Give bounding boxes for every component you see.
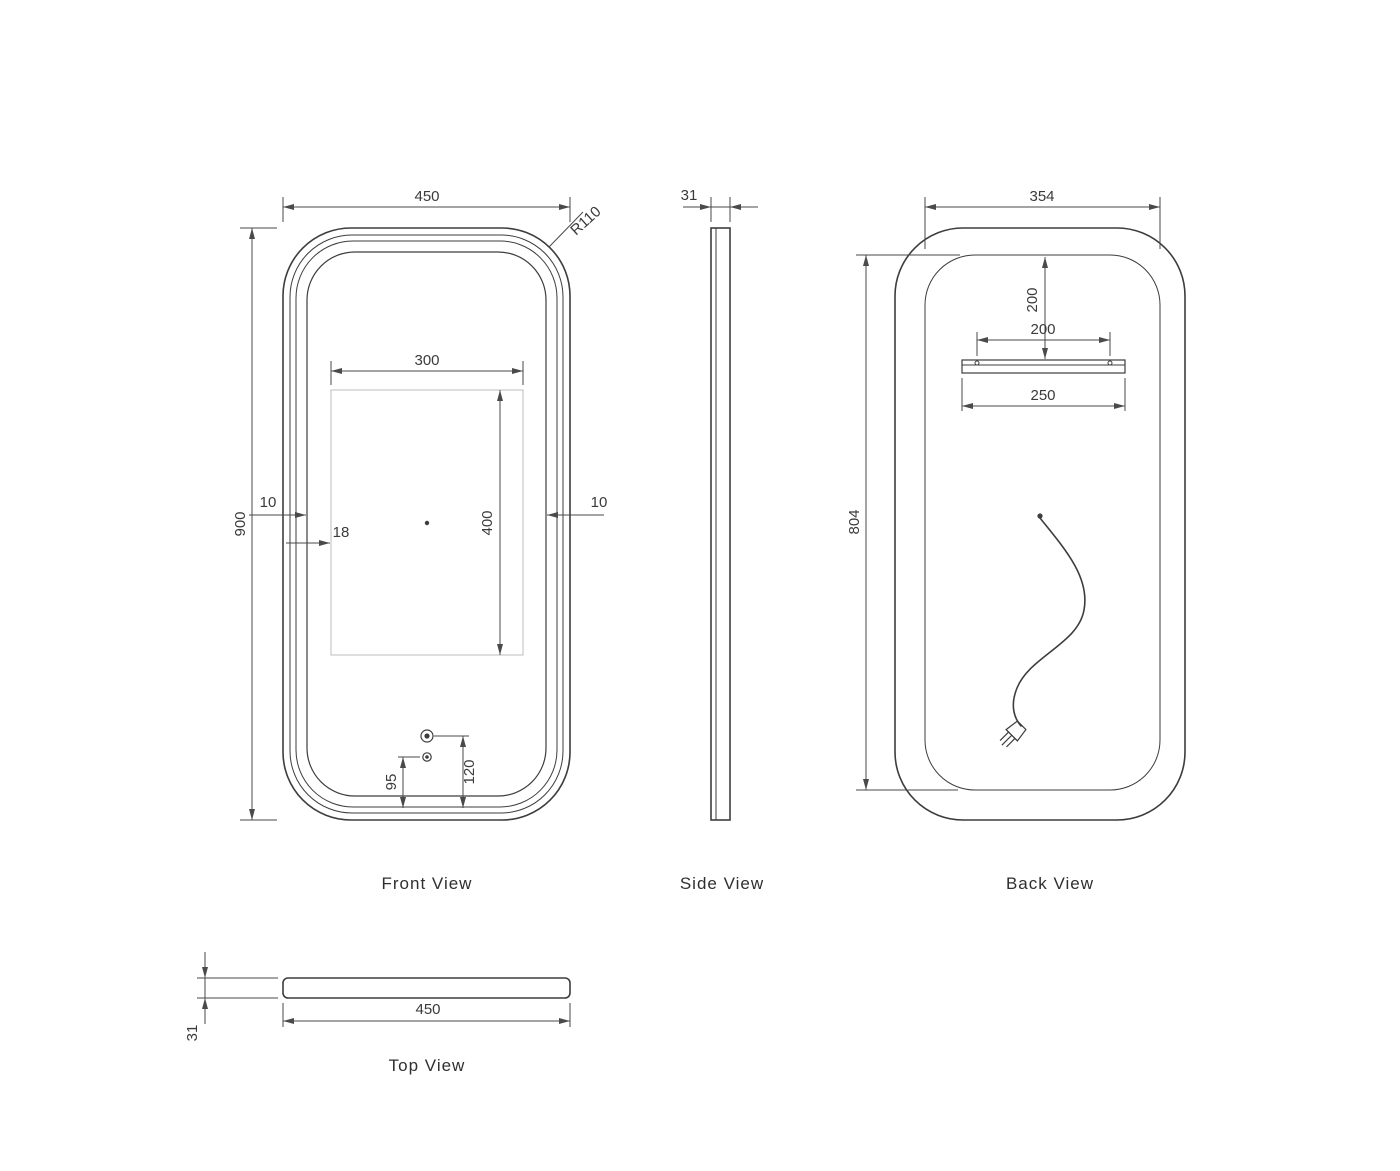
dim-front-inner-height-label: 400 — [479, 510, 496, 535]
dim-front-inner-width: 300 — [330, 352, 524, 385]
dim-back-hole-spacing-label: 200 — [1030, 321, 1055, 338]
dim-top-width-label: 450 — [415, 1001, 440, 1018]
touch-sensor-icon — [420, 729, 434, 743]
side-view: 31 Side View — [680, 187, 764, 893]
dim-back-bracket-top: 200 — [1024, 257, 1048, 359]
dim-front-radius: R110 — [548, 203, 605, 248]
dim-front-sensor-bottom-1: 95 — [383, 756, 420, 808]
dim-back-width-label: 354 — [1029, 188, 1054, 205]
dim-side-thickness-label: 31 — [681, 187, 698, 204]
dim-front-offset-right: 10 — [547, 494, 608, 518]
side-mirror-outline — [710, 227, 731, 821]
dim-front-offset-left: 10 — [249, 494, 306, 518]
dim-back-width: 354 — [924, 188, 1161, 249]
front-view: 450 R110 900 300 400 10 10 — [232, 188, 607, 893]
front-mirror-outline — [282, 227, 571, 821]
hanger-hole-right — [1107, 360, 1113, 366]
dim-front-inner-height: 400 — [479, 390, 503, 655]
dim-front-sensor-bottom-2: 120 — [434, 735, 478, 808]
mounting-bracket — [961, 359, 1126, 374]
dim-front-inner-width-label: 300 — [414, 352, 439, 369]
dim-front-height: 900 — [232, 227, 277, 821]
front-view-label: Front View — [382, 874, 473, 893]
dim-front-120-label: 120 — [461, 759, 478, 784]
top-view-label: Top View — [389, 1056, 466, 1075]
led-panel-outline — [330, 389, 524, 656]
dim-front-offset-left-label: 10 — [260, 494, 277, 511]
cord-origin-dot — [1037, 513, 1043, 519]
hanger-hole-left — [974, 360, 980, 366]
center-point-icon — [424, 520, 430, 526]
power-plug-icon — [999, 720, 1027, 748]
dim-back-bracket-top-label: 200 — [1024, 287, 1041, 312]
dim-top-thickness-label: 31 — [184, 1025, 201, 1042]
back-mirror-outline — [894, 227, 1186, 821]
top-view: 31 450 Top View — [184, 952, 571, 1075]
dim-front-radius-label: R110 — [567, 203, 604, 239]
dim-top-width: 450 — [282, 1001, 571, 1027]
dim-back-bracket-width-label: 250 — [1030, 387, 1055, 404]
dim-top-thickness: 31 — [184, 952, 278, 1041]
dim-front-sensor-offset-label: 18 — [333, 524, 350, 541]
dim-front-width: 450 — [282, 188, 571, 222]
back-view: 354 200 200 250 804 — [846, 188, 1186, 893]
dim-front-height-label: 900 — [232, 511, 249, 536]
side-view-label: Side View — [680, 874, 764, 893]
dim-back-height-label: 804 — [846, 509, 863, 534]
defogger-sensor-icon — [422, 752, 432, 762]
back-view-label: Back View — [1006, 874, 1094, 893]
dim-front-width-label: 450 — [414, 188, 439, 205]
dim-front-offset-right-label: 10 — [591, 494, 608, 511]
dim-back-hole-spacing: 200 — [976, 321, 1111, 356]
top-mirror-outline — [282, 977, 571, 999]
dim-back-bracket-width: 250 — [961, 378, 1126, 411]
dim-front-sensor-offset: 18 — [286, 524, 350, 546]
power-cord — [999, 513, 1086, 748]
dim-back-height: 804 — [846, 254, 960, 791]
dim-front-95-label: 95 — [383, 774, 400, 791]
dim-side-thickness: 31 — [681, 187, 758, 222]
